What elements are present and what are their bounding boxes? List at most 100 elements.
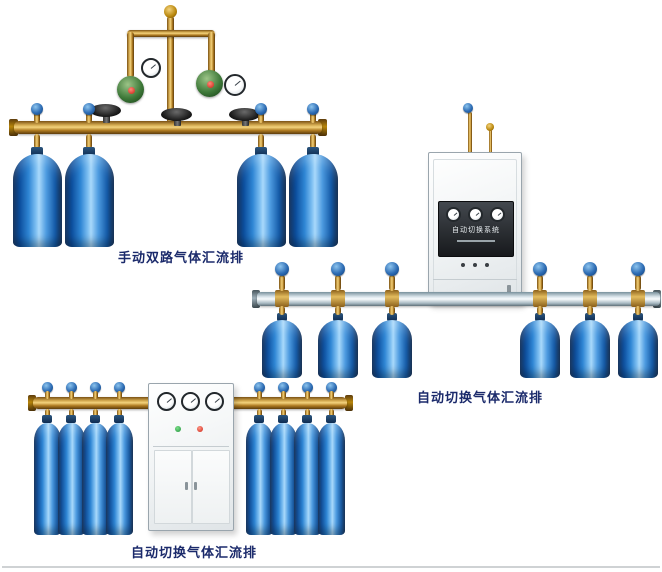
station-stem — [335, 275, 341, 291]
cabinet-gauge — [181, 392, 200, 411]
cabinet-riser-pipe — [489, 130, 492, 156]
station-stem — [93, 391, 98, 399]
indicator-light-red — [197, 426, 203, 432]
cylinder-drop-pipe — [281, 409, 286, 417]
station-fitting — [385, 290, 399, 307]
station-fitting — [331, 290, 345, 307]
station-fitting — [533, 290, 547, 307]
manifold-pipe — [257, 292, 660, 306]
door-handle — [194, 482, 197, 490]
pipe-ball-fitting — [164, 5, 177, 18]
cylinder-drop-pipe — [45, 409, 50, 417]
station-stem — [389, 275, 395, 291]
cabinet-gauge — [490, 207, 505, 222]
station-valve-knob — [331, 262, 345, 276]
riser-valve-knob — [463, 103, 473, 113]
cylinder-valve — [585, 313, 595, 321]
drop-pipe-right — [208, 32, 215, 78]
cabinet-sublabel-bar — [457, 240, 495, 242]
pressure-gauge — [224, 74, 246, 96]
valve-handwheel — [161, 108, 192, 121]
cylinder-drop-pipe — [587, 306, 593, 315]
pipe-cap — [252, 290, 260, 308]
station-fitting — [631, 290, 645, 307]
station-stem — [279, 275, 285, 291]
cylinder-valve — [387, 313, 397, 321]
gauge-panel: 自动切换系统 — [438, 201, 514, 257]
cylinder-drop-pipe — [258, 134, 264, 149]
cabinet-seam — [153, 446, 229, 447]
cabinet-label: 自动切换系统 — [452, 227, 500, 234]
gas-cylinder — [294, 423, 321, 535]
station-valve-knob — [275, 262, 289, 276]
product-caption: 手动双路气体汇流排 — [117, 250, 244, 265]
cylinder-drop-pipe — [310, 134, 316, 149]
valve-stem — [174, 117, 181, 126]
pipe-cap — [318, 119, 327, 136]
cylinder-valve — [277, 313, 287, 321]
gas-cylinder — [34, 423, 61, 535]
product-caption: 自动切换气体汇流排 — [416, 390, 543, 405]
cylinder-valve — [66, 415, 76, 423]
gas-cylinder — [372, 320, 412, 378]
station-valve-knob — [385, 262, 399, 276]
cylinder-valve — [31, 147, 43, 156]
pipe-cap — [345, 395, 353, 411]
cylinder-valve — [83, 147, 95, 156]
cabinet-riser-pipe — [468, 112, 472, 156]
station-stem — [310, 112, 316, 123]
cylinder-drop-pipe — [305, 409, 310, 417]
cylinder-valve — [42, 415, 52, 423]
indicator-light — [461, 263, 465, 267]
drop-pipe-left — [127, 32, 134, 78]
valve-handwheel — [90, 104, 121, 117]
cylinder-valve — [307, 147, 319, 156]
station-stem — [45, 391, 50, 399]
station-fitting — [275, 290, 289, 307]
header-pipe — [127, 30, 215, 37]
cylinder-drop-pipe — [389, 306, 395, 315]
station-stem — [117, 391, 122, 399]
station-valve-knob — [66, 382, 77, 393]
station-stem — [258, 112, 264, 123]
station-stem — [281, 391, 286, 399]
gas-cylinder — [318, 423, 345, 535]
cylinder-drop-pipe — [117, 409, 122, 417]
station-fitting — [583, 290, 597, 307]
gas-cylinder — [618, 320, 658, 378]
cabinet-gauge — [157, 392, 176, 411]
cylinder-drop-pipe — [537, 306, 543, 315]
cylinder-valve — [535, 313, 545, 321]
cylinder-drop-pipe — [86, 134, 92, 149]
station-valve-knob — [31, 103, 43, 115]
cylinder-valve — [302, 415, 312, 423]
riser-fitting — [486, 123, 494, 131]
station-valve-knob — [42, 382, 53, 393]
cabinet-seam — [433, 279, 517, 280]
station-stem — [587, 275, 593, 291]
riser-pipe — [167, 16, 174, 126]
station-valve-knob — [90, 382, 101, 393]
pipe-cap — [9, 119, 18, 136]
valve-stem — [103, 114, 110, 123]
station-stem — [86, 112, 92, 123]
cylinder-valve — [633, 313, 643, 321]
control-cabinet — [148, 383, 234, 531]
station-valve-knob — [583, 262, 597, 276]
cylinder-valve — [278, 415, 288, 423]
product-caption: 自动切换气体汇流排 — [130, 545, 257, 560]
station-valve-knob — [307, 103, 319, 115]
gas-cylinder — [262, 320, 302, 378]
gas-cylinder — [520, 320, 560, 378]
cylinder-drop-pipe — [329, 409, 334, 417]
gas-cylinder — [82, 423, 109, 535]
station-valve-knob — [114, 382, 125, 393]
gas-cylinder — [570, 320, 610, 378]
gas-cylinder — [289, 154, 338, 247]
cylinder-drop-pipe — [279, 306, 285, 315]
bottom-divider — [2, 566, 660, 568]
cylinder-valve — [90, 415, 100, 423]
cabinet-gauge — [468, 207, 483, 222]
gas-cylinder — [237, 154, 286, 247]
